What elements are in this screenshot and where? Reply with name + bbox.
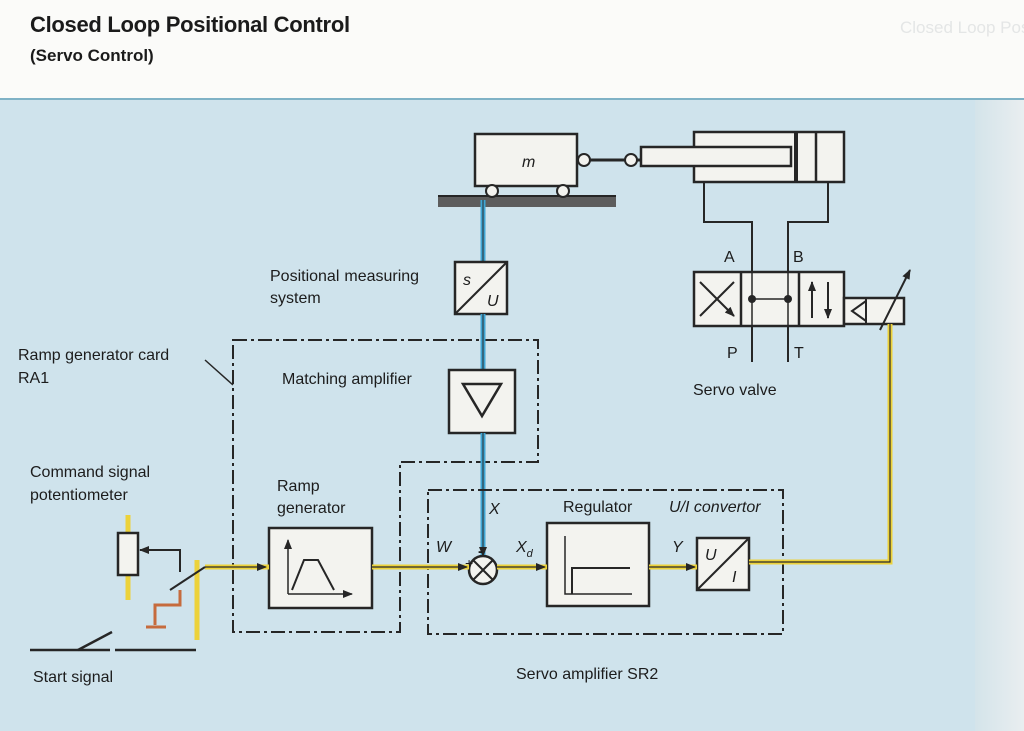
page-title: Closed Loop Positional Control [30, 12, 350, 37]
x-label: X [488, 501, 501, 518]
piston-rod [639, 145, 793, 168]
potentiometer-resistor [116, 531, 140, 577]
xd-label: Xd [515, 539, 534, 560]
ground-rail [438, 197, 616, 207]
regulator-graph-axes [564, 536, 632, 595]
ramp-card-label-2: RA1 [18, 370, 49, 387]
ground-wire [153, 590, 182, 625]
matching-amplifier-box [447, 368, 517, 435]
position-system-label-2: system [270, 290, 321, 307]
ramp-graph-icon [284, 539, 353, 598]
ui-u-label: U [705, 547, 717, 564]
plus-sign: + [465, 555, 473, 571]
start-signal-switch: Start signal [30, 630, 196, 686]
page-subtitle: (Servo Control) [30, 46, 154, 65]
page-edge-shade [975, 100, 1024, 731]
wheel-left [485, 184, 499, 198]
y-label: Y [672, 539, 684, 556]
servo-valve: A B P T Servo valve [692, 249, 911, 399]
regulator-graph-icon [571, 567, 630, 594]
port-a-label: A [724, 249, 735, 266]
joint-cart [577, 153, 591, 167]
ramp-card-label-1: Ramp generator card [18, 347, 169, 364]
ramp-generator-box [267, 526, 374, 610]
regulator-label: Regulator [563, 499, 633, 516]
header-rule [0, 98, 1024, 100]
minus-sign: - [478, 543, 483, 560]
hydraulic-cylinder [639, 130, 846, 272]
ui-convertor-label: U/I convertor [669, 499, 761, 516]
command-signal-label-2: potentiometer [30, 487, 129, 504]
mass-cart: m [438, 132, 641, 207]
command-signal-label-1: Command signal [30, 464, 150, 481]
start-signal-label: Start signal [33, 669, 113, 686]
regulator-box [545, 521, 651, 608]
ui-i-label: I [732, 569, 737, 586]
servo-amplifier-label: Servo amplifier SR2 [516, 666, 658, 683]
servo-valve-label: Servo valve [693, 382, 777, 399]
port-b-label: B [793, 249, 804, 266]
matching-amplifier-label: Matching amplifier [282, 371, 413, 388]
w-label: W [436, 539, 453, 556]
mass-label: m [522, 154, 535, 171]
ramp-generator-label-1: Ramp [277, 478, 320, 495]
amplifier-triangle-icon [460, 382, 504, 419]
port-p-label: P [727, 345, 738, 362]
bleed-through-text: Closed Loop Position Control, Cylinder D… [900, 18, 1024, 37]
port-t-label: T [794, 345, 804, 362]
command-potentiometer: Command signal potentiometer [30, 464, 206, 629]
su-u-label: U [487, 293, 499, 310]
ramp-generator-label-2: generator [277, 500, 346, 517]
ramp-card-outline [232, 339, 539, 633]
joint-rod [624, 153, 638, 167]
su-s-label: s [463, 272, 471, 289]
ramp-card-leader [204, 359, 234, 386]
wheel-right [556, 184, 570, 198]
header: Closed Loop Positional Control (Servo Co… [0, 0, 1024, 98]
switch-contact [169, 566, 206, 591]
